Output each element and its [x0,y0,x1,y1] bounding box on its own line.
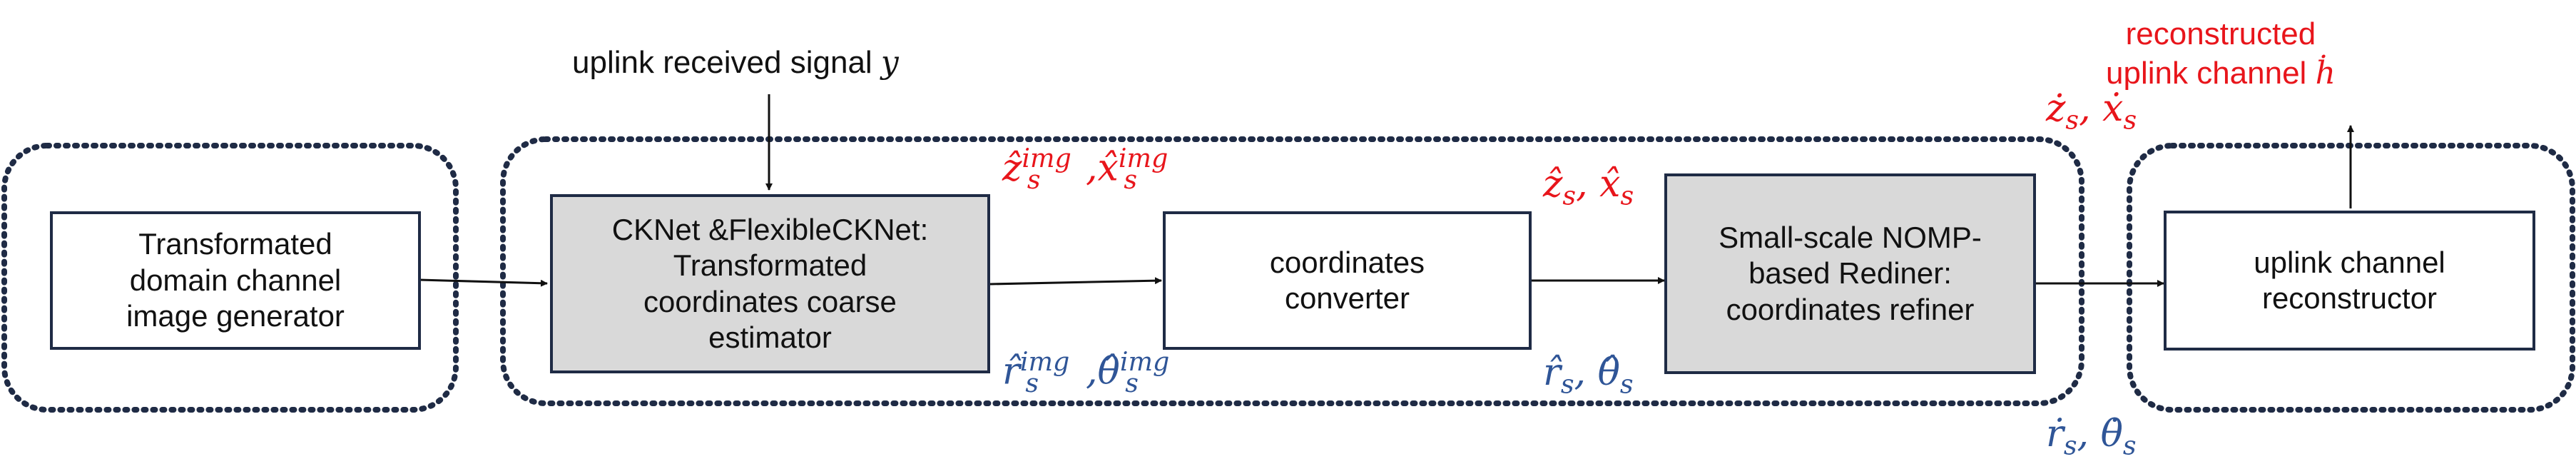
block-text-line: CKNet &FlexibleCKNet: [611,212,929,246]
symbol-x: x̂ [1599,163,1621,206]
block-nomp-refiner: Small-scale NOMP- based Rediner: coordin… [1664,173,2036,374]
block-text-line: converter [1284,281,1410,315]
subscript-s: s [1125,367,1139,398]
block-channel-reconstructor: uplink channel reconstructor [2164,211,2535,351]
label-theta-img: ,θ̂imgs [1086,346,1170,398]
label-x-img: ,x̂imgs [1086,143,1169,195]
block-coordinates-converter: coordinates converter [1163,211,1532,350]
symbol-z: ż [2046,87,2066,130]
input-signal-label: uplink received signal y [572,44,899,81]
block-text-line: Transformated [673,248,867,283]
block-text-line: based Rediner: [1748,256,1952,291]
block-text-line: coordinates refiner [1726,292,1975,326]
subscript-s: s [2063,430,2077,461]
block-text-line: uplink channel [2254,245,2445,279]
superscript-img: img [1022,143,1071,173]
subscript-s: s [1619,368,1634,400]
group-outline-generator [1,143,459,413]
label-z-dot-x-dot: żs, ẋs [2046,87,2137,136]
input-label-text: uplink received signal [572,45,872,80]
symbol-r: ṙ [2046,413,2064,455]
subscript-s: s [2122,430,2137,461]
symbol-theta: θ̂ [1597,351,1620,394]
block-text-line: domain channel [129,263,342,297]
subscript-s: s [1124,163,1137,195]
symbol-x: x̂ [1097,146,1119,190]
block-text-line: Transformated [138,227,332,261]
label-r-hat-theta-hat: r̂s, θ̂s [1543,351,1634,400]
superscript-img: img [1118,143,1169,173]
superscript-img: img [1019,346,1070,377]
block-text-line: estimator [708,320,832,354]
subscript-s: s [1620,180,1634,211]
arrow-generator-to-estimator [419,278,548,287]
symbol-r: r̂ [1543,351,1561,394]
symbol-theta: θ̂ [1097,350,1120,393]
symbol-x: ẋ [2102,87,2124,130]
label-r-dot-theta-dot: ṙs, θ̇s [2046,413,2137,461]
subscript-s: s [1560,368,1574,400]
output-label-line1: reconstructed [2125,16,2316,51]
symbol-theta: θ̇ [2100,413,2123,455]
label-z-img: ẑimgs [1002,143,1071,195]
block-text-line: coordinates coarse [643,284,897,318]
subscript-s: s [1562,180,1577,211]
block-text-line: coordinates [1269,245,1425,279]
block-coarse-estimator: CKNet &FlexibleCKNet: Transformated coor… [550,194,990,373]
label-r-img: r̂imgs [1002,346,1069,398]
subscript-s: s [1027,163,1041,195]
symbol-z: ẑ [1002,146,1022,190]
subscript-s: s [1025,367,1039,398]
input-symbol: y [880,44,899,81]
arrow-estimator-to-converter [989,277,1162,286]
label-z-hat-x-hat: ẑs, x̂s [1543,163,1634,211]
superscript-img: img [1119,346,1170,377]
block-text-line: image generator [126,299,345,333]
output-label-line2: uplink channel [2106,56,2307,91]
group-outline-estimation [500,136,2084,406]
block-image-generator: Transformated domain channel image gener… [50,211,421,350]
output-channel-label: reconstructed uplink channel ḣ [2106,14,2336,93]
subscript-s: s [2065,104,2079,136]
block-text-line: Small-scale NOMP- [1719,220,1982,254]
symbol-z: ẑ [1543,163,1563,206]
output-label-line2-wrap: uplink channel ḣ [2106,54,2336,93]
output-symbol: ḣ [2315,55,2336,91]
block-text-line: reconstructor [2261,281,2438,315]
subscript-s: s [2123,104,2137,136]
symbol-r: r̂ [1002,350,1020,393]
